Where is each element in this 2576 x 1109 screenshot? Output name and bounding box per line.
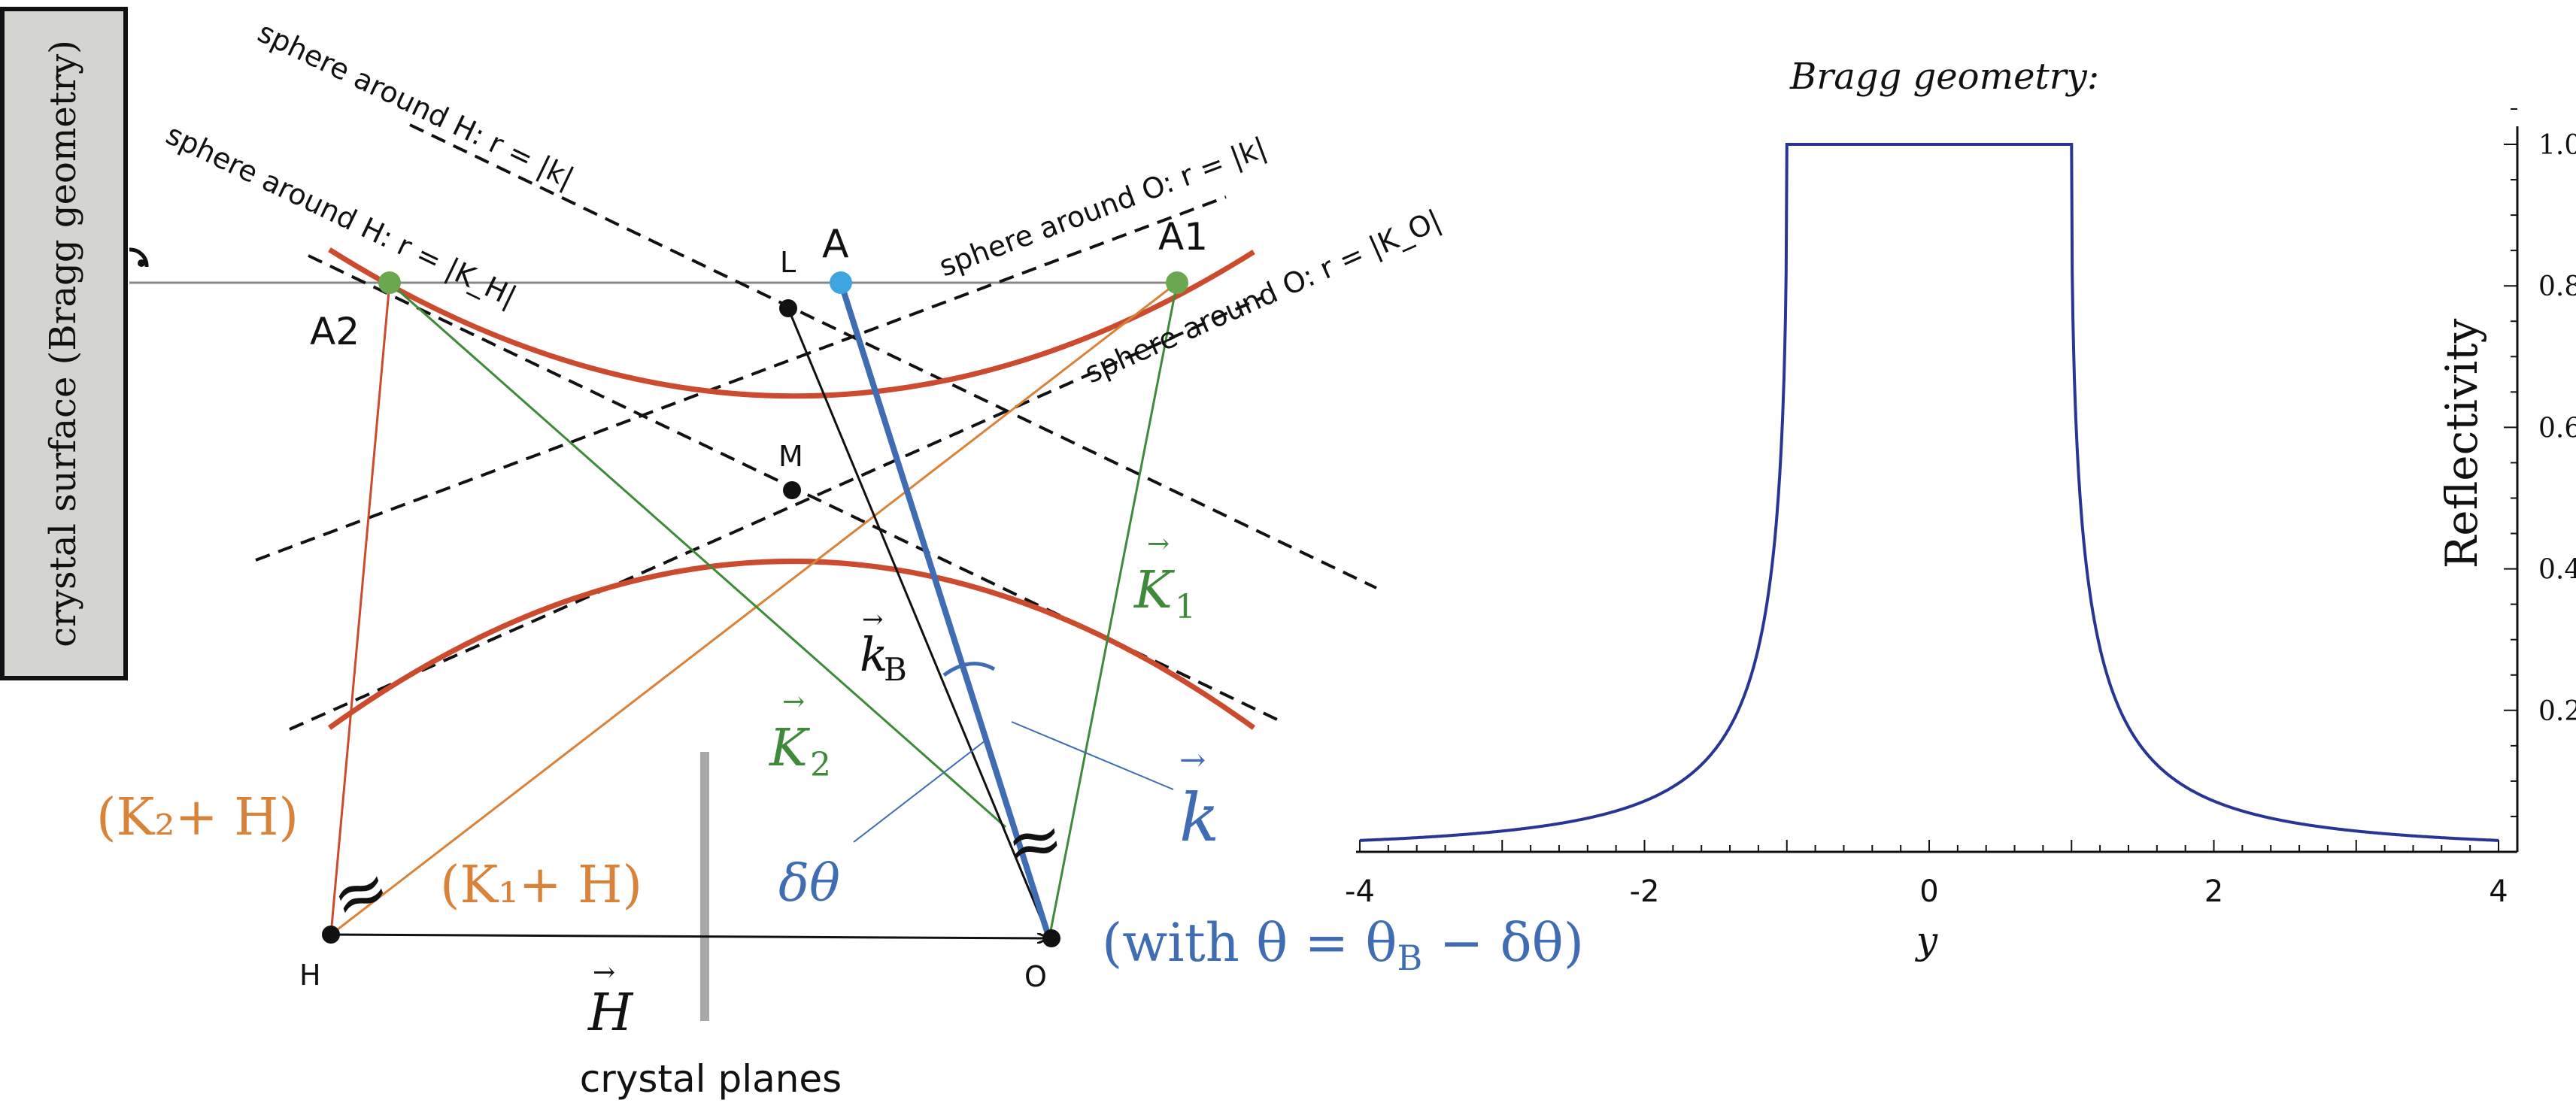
point-M-label: M <box>778 440 803 473</box>
K2-plus-H-label: (K₂+ H) <box>96 788 299 847</box>
point-A2-marker <box>378 271 401 294</box>
svg-text:k: k <box>860 627 888 682</box>
svg-text:K: K <box>1133 561 1176 620</box>
point-O-marker <box>1042 929 1060 947</box>
point-L-label: L <box>780 246 796 279</box>
svg-text:B: B <box>884 651 907 688</box>
line-H-to-A2 <box>329 282 391 935</box>
sphere-O-k-label: sphere around O: r = |k| <box>935 131 1271 283</box>
y-tick-label: 1.0 <box>2538 130 2576 161</box>
crystal-surface-box <box>0 7 128 680</box>
upper-dispersion-branch <box>328 247 1255 399</box>
H-vector-label: → H <box>587 957 634 1043</box>
dashed-line-sphere-H-k <box>409 123 1377 589</box>
K1-arrow-icon: → <box>1147 529 1170 559</box>
y-tick-label: 0.2 <box>2538 696 2576 727</box>
chart-title: Bragg geometry: <box>1789 56 2099 98</box>
y-tick-label: 0.8 <box>2538 271 2576 302</box>
svg-text:2: 2 <box>810 746 831 784</box>
point-L-marker <box>779 299 797 317</box>
right-angle-dot-icon <box>138 259 145 267</box>
K1-plus-H-label: (K₁+ H) <box>440 856 642 915</box>
svg-text:K: K <box>768 719 811 778</box>
point-A1-label: A1 <box>1158 215 1208 259</box>
y-axis-label: Reflectivity <box>2436 318 2487 568</box>
x-tick-label: -2 <box>1630 874 1660 909</box>
x-tick-label: -4 <box>1345 874 1375 909</box>
point-H-label: H <box>299 959 321 992</box>
point-O-label: O <box>1024 960 1047 993</box>
H-vector-arrow <box>330 935 1048 938</box>
kB-arrow-icon: → <box>862 604 884 635</box>
chart-tick-labels: -4 -2 0 2 4 0.2 0.4 0.6 0.8 1.0 <box>1345 130 2576 909</box>
chart-axes <box>1356 126 2519 853</box>
dtheta-pointer <box>853 740 986 843</box>
point-A-marker <box>830 271 852 294</box>
point-H-marker <box>322 926 340 944</box>
right-angle-icon <box>129 247 149 268</box>
crystal-planes-caption: crystal planes <box>580 1057 842 1101</box>
line-A2-to-O <box>389 281 1006 829</box>
x-axis-label: y <box>1915 919 1938 962</box>
point-A-label: A <box>822 222 849 267</box>
crystal-surface-label: crystal surface (Bragg geometry) <box>42 40 84 647</box>
approx-symbol-O: ≈ <box>1000 798 1070 886</box>
svg-text:k: k <box>1179 779 1219 856</box>
reflectivity-chart: Bragg geometry: -4 -2 0 2 4 0.2 0.4 0.6 0.8 1.0 y… <box>1345 56 2576 962</box>
K1-label: → K 1 <box>1133 529 1196 626</box>
x-tick-label: 2 <box>2204 874 2223 909</box>
dashed-line-sphere-O-k <box>255 195 1227 562</box>
y-tick-label: 0.4 <box>2538 555 2576 586</box>
lower-dispersion-branch <box>327 559 1256 730</box>
sphere-O-KO-label: sphere around O: r = |K_O| <box>1080 203 1446 390</box>
point-M-marker <box>783 481 801 499</box>
k-vector-line <box>838 281 1052 940</box>
svg-text:1: 1 <box>1175 588 1196 626</box>
sphere-H-k-label: sphere around H: r = |k| <box>253 15 579 195</box>
line-L-to-O <box>787 308 1051 939</box>
chart-ticks <box>1359 108 2517 853</box>
delta-theta-arc <box>942 662 996 677</box>
point-A1-marker <box>1166 271 1188 294</box>
x-tick-label: 4 <box>2489 874 2508 909</box>
K2-arrow-icon: → <box>782 686 805 717</box>
bragg-construction-diagram: crystal surface (Bragg geometry) <box>0 7 1584 1101</box>
delta-theta-label: δθ <box>778 854 840 914</box>
k-label: → k <box>1179 741 1219 856</box>
line-H-to-A1 <box>330 281 1178 936</box>
reflectivity-curve <box>1360 143 2499 842</box>
y-tick-label: 0.6 <box>2538 413 2576 444</box>
kB-label: → k B <box>860 604 907 688</box>
theta-relation-label: (with θ = θB − δθ) <box>1102 912 1584 978</box>
k-pointer <box>1011 721 1174 790</box>
point-A2-label: A2 <box>310 310 360 353</box>
x-tick-label: 0 <box>1919 874 1938 909</box>
line-A1-to-O <box>1048 282 1179 939</box>
k-arrow-icon: → <box>1179 741 1206 778</box>
svg-text:H: H <box>587 983 634 1043</box>
dashed-line-sphere-O-KO <box>289 295 1264 731</box>
H-arrow-icon: → <box>593 957 615 988</box>
K2-label: → K 2 <box>768 686 831 784</box>
